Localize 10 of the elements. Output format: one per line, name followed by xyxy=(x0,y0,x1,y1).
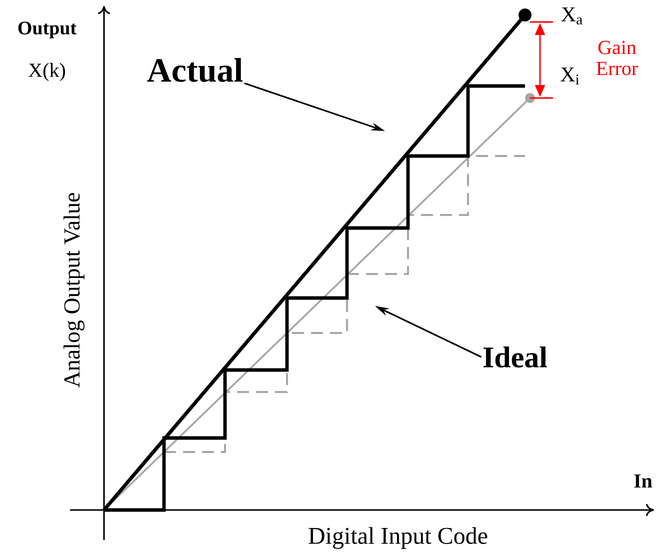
callout-label: Actual xyxy=(147,58,243,82)
axis-title: Analog Output Value xyxy=(64,193,84,388)
gain-error-label: Gain Error xyxy=(596,40,638,76)
callout-label: Ideal xyxy=(484,346,547,368)
axis-title: Output xyxy=(18,22,76,38)
point-label: X$_{i}$ xyxy=(560,68,580,84)
point-label: X$_{a}$ xyxy=(561,8,582,24)
axis-title: X(k) xyxy=(28,62,65,82)
axis-title: Digital Input Code xyxy=(308,527,488,549)
axis-title: In xyxy=(634,474,652,488)
